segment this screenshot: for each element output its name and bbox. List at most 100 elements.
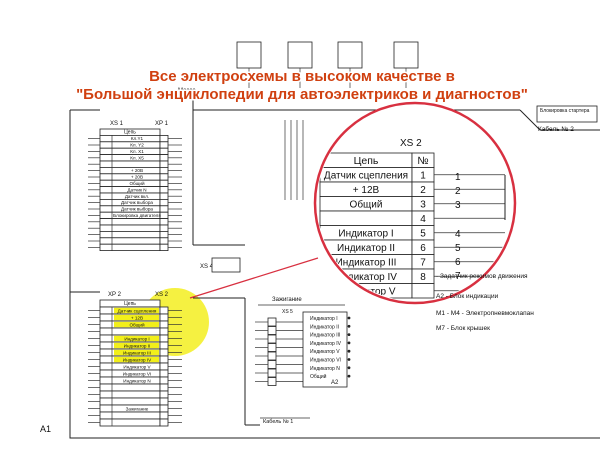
- table-row: [99, 397, 161, 406]
- pin-cell: [159, 237, 169, 245]
- zoom-row-name: Индикатор III: [336, 258, 397, 269]
- xs5-pin: [267, 334, 277, 344]
- a2-row-label: Индикатор III: [310, 333, 340, 339]
- pin-cell: [159, 179, 169, 187]
- table-row: [99, 224, 161, 232]
- legend-item: M7 - Блок крышек: [436, 325, 490, 332]
- zoom-wire-number: 1: [455, 172, 461, 183]
- table-cell-label: Датчик вкл.: [125, 194, 149, 199]
- table-cell-label: Индикатор I: [124, 336, 149, 341]
- wiring-frame: [69, 96, 600, 439]
- top-wire-bundle: [284, 120, 304, 200]
- pin-cell: [159, 134, 169, 143]
- table-row: [99, 218, 161, 226]
- row-highlight: [114, 335, 159, 342]
- xp2-label: XP 2: [108, 292, 122, 298]
- zazhiganie-label: Зажигание: [272, 297, 302, 303]
- a2-row-label: Индикатор I: [310, 316, 338, 322]
- zoom-row-name: Индикатор I: [338, 229, 393, 240]
- table-cell-label: + 20В: [131, 168, 143, 173]
- pin-cell: [159, 224, 169, 232]
- zoom-wire-number: 6: [455, 257, 461, 268]
- a2-label: A2: [331, 380, 339, 386]
- blokirovka-label: Блокировка стартера: [540, 108, 590, 114]
- xs5-pin: [267, 377, 277, 386]
- pin-cell: [159, 306, 169, 315]
- row-highlight: [114, 356, 159, 363]
- zoom-wire-number: 7: [455, 271, 461, 282]
- a2-block: [302, 311, 348, 388]
- xs5-connector: [255, 317, 303, 386]
- zoom-row-num: 8: [420, 272, 426, 283]
- xs5-pin: [267, 326, 277, 335]
- xs5-label: XS 5: [282, 309, 293, 315]
- table-cell-label: Датчик сцепления: [118, 308, 157, 313]
- table-row: [99, 411, 161, 420]
- legend-item: M1 - M4 - Электропневмоклапан: [436, 310, 534, 317]
- a2-row-label: Индикатор IV: [310, 341, 342, 347]
- pin-cell: [159, 397, 169, 406]
- table-cell-label: Индикатор VI: [123, 371, 151, 376]
- zoom-row-num: 5: [420, 229, 426, 240]
- table-cell-label: Блокировка двигателя: [113, 213, 161, 218]
- xp1-label: XP 1: [155, 121, 169, 127]
- table-cell-label: Датчик выбора: [121, 200, 153, 205]
- table-cell-label: Кл. X5: [130, 155, 144, 160]
- row-highlight: [114, 321, 159, 328]
- table-row: [99, 237, 161, 245]
- pin-cell: [159, 160, 169, 168]
- xs1-label: XS 1: [110, 121, 124, 127]
- pin-cell: [159, 418, 169, 427]
- legend-item: A2 - Блок индикации: [436, 293, 499, 300]
- kabel2-label: Кабель № 2: [538, 125, 574, 133]
- xs5-pin: [267, 343, 277, 352]
- zoom-wire-number: 5: [455, 243, 461, 254]
- table-header-label: Цепь: [124, 130, 136, 136]
- pin-cell: [159, 411, 169, 420]
- table-cell-label: Индикатор II: [124, 343, 151, 348]
- table-header-label: Цепь: [124, 301, 136, 307]
- legend: - Задатчик режимов движения A2 - Блок инд…: [436, 273, 534, 332]
- table-cell-label: + 12В: [131, 315, 143, 320]
- table-cell-label: Датчик N: [127, 187, 146, 192]
- kabel1-label: Кабель № 1: [263, 419, 293, 425]
- xs5-pin: [267, 368, 277, 378]
- zoom-wire-number: 4: [455, 229, 461, 240]
- zoom-title: XS 2: [400, 138, 422, 149]
- pin-cell: [159, 205, 169, 213]
- pin-cell: [159, 154, 169, 162]
- zoom-row-num: 6: [420, 243, 426, 254]
- pin-cell: [159, 192, 169, 200]
- zoom-wire-number: 3: [455, 200, 461, 211]
- table-cell-label: Датчик выбора: [121, 207, 153, 212]
- pin-cell: [159, 166, 169, 175]
- pin-cell: [159, 390, 169, 399]
- pin-cell: [159, 355, 169, 364]
- pin-cell: [159, 313, 169, 322]
- banner-line-1: Все электросхемы в высоком качестве в: [149, 68, 455, 85]
- zoom-row-num: 2: [420, 185, 426, 196]
- a2-row-label: Индикатор II: [310, 324, 339, 330]
- pin-cell: [159, 186, 169, 194]
- zoom-row-name: Общий: [350, 199, 383, 211]
- valve-boxes: [236, 41, 419, 88]
- table-row: [99, 383, 161, 392]
- pin-cell: [159, 348, 169, 357]
- row-highlight: [114, 314, 159, 321]
- zoom-row-name: Индикатор IV: [335, 272, 397, 283]
- zoom-row-name: Датчик сцепления: [324, 171, 408, 182]
- a2-block-rows: Индикатор I Индикатор II Индикатор III Инди…: [310, 316, 351, 380]
- xs2-label: XS 2: [155, 292, 169, 298]
- pin-cell: [159, 341, 169, 350]
- pin-cell: [159, 198, 169, 207]
- table-row: [99, 418, 161, 427]
- pin-cell: [159, 211, 169, 219]
- zoom-row-name: Индикатор II: [337, 243, 395, 254]
- a2-row-label: Индикатор N: [310, 366, 340, 372]
- legend-item: - Задатчик режимов движения: [436, 273, 528, 280]
- zoom-num-cell: [411, 283, 435, 299]
